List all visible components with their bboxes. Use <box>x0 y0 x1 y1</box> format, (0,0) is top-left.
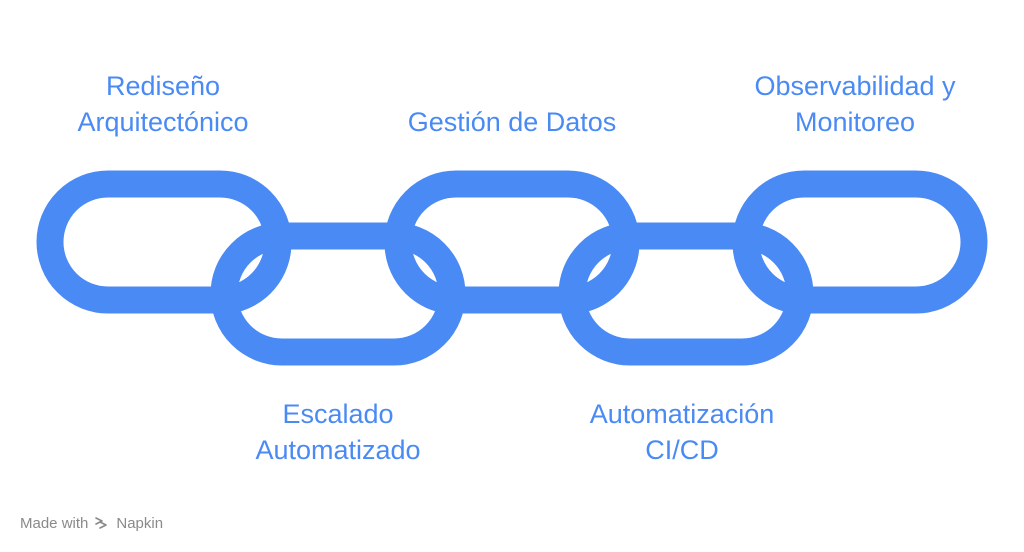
made-with-napkin-footer: Made with Napkin <box>20 513 163 533</box>
label-automatizacion-cicd: Automatización CI/CD <box>590 396 775 468</box>
label-line: CI/CD <box>645 435 719 465</box>
made-with-text: Made with <box>20 514 89 532</box>
napkin-logo-icon <box>95 517 108 529</box>
label-line: Automatización <box>589 399 775 429</box>
napkin-brand-text: Napkin <box>116 514 164 532</box>
label-rediseno-arquitectonico: Rediseño Arquitectónico <box>77 68 248 140</box>
label-line: Automatizado <box>255 435 421 465</box>
label-line: Monitoreo <box>794 107 916 137</box>
interlock-2 <box>384 241 449 314</box>
label-line: Escalado <box>282 399 394 429</box>
label-escalado-automatizado: Escalado Automatizado <box>255 396 420 468</box>
label-line: Observabilidad y <box>754 71 956 101</box>
label-observabilidad-monitoreo: Observabilidad y Monitoreo <box>754 68 955 140</box>
label-line: Rediseño <box>105 71 221 101</box>
interlock-4 <box>732 241 797 314</box>
chain-interlocks <box>227 241 797 314</box>
chain-links <box>36 170 988 366</box>
chain-link-5 <box>558 222 814 366</box>
chain-link-4 <box>210 222 466 366</box>
interlock-1 <box>227 241 292 314</box>
interlock-3 <box>575 241 640 314</box>
label-line: Gestión de Datos <box>407 107 617 137</box>
label-gestion-de-datos: Gestión de Datos <box>408 104 617 140</box>
label-line: Arquitectónico <box>77 107 249 137</box>
